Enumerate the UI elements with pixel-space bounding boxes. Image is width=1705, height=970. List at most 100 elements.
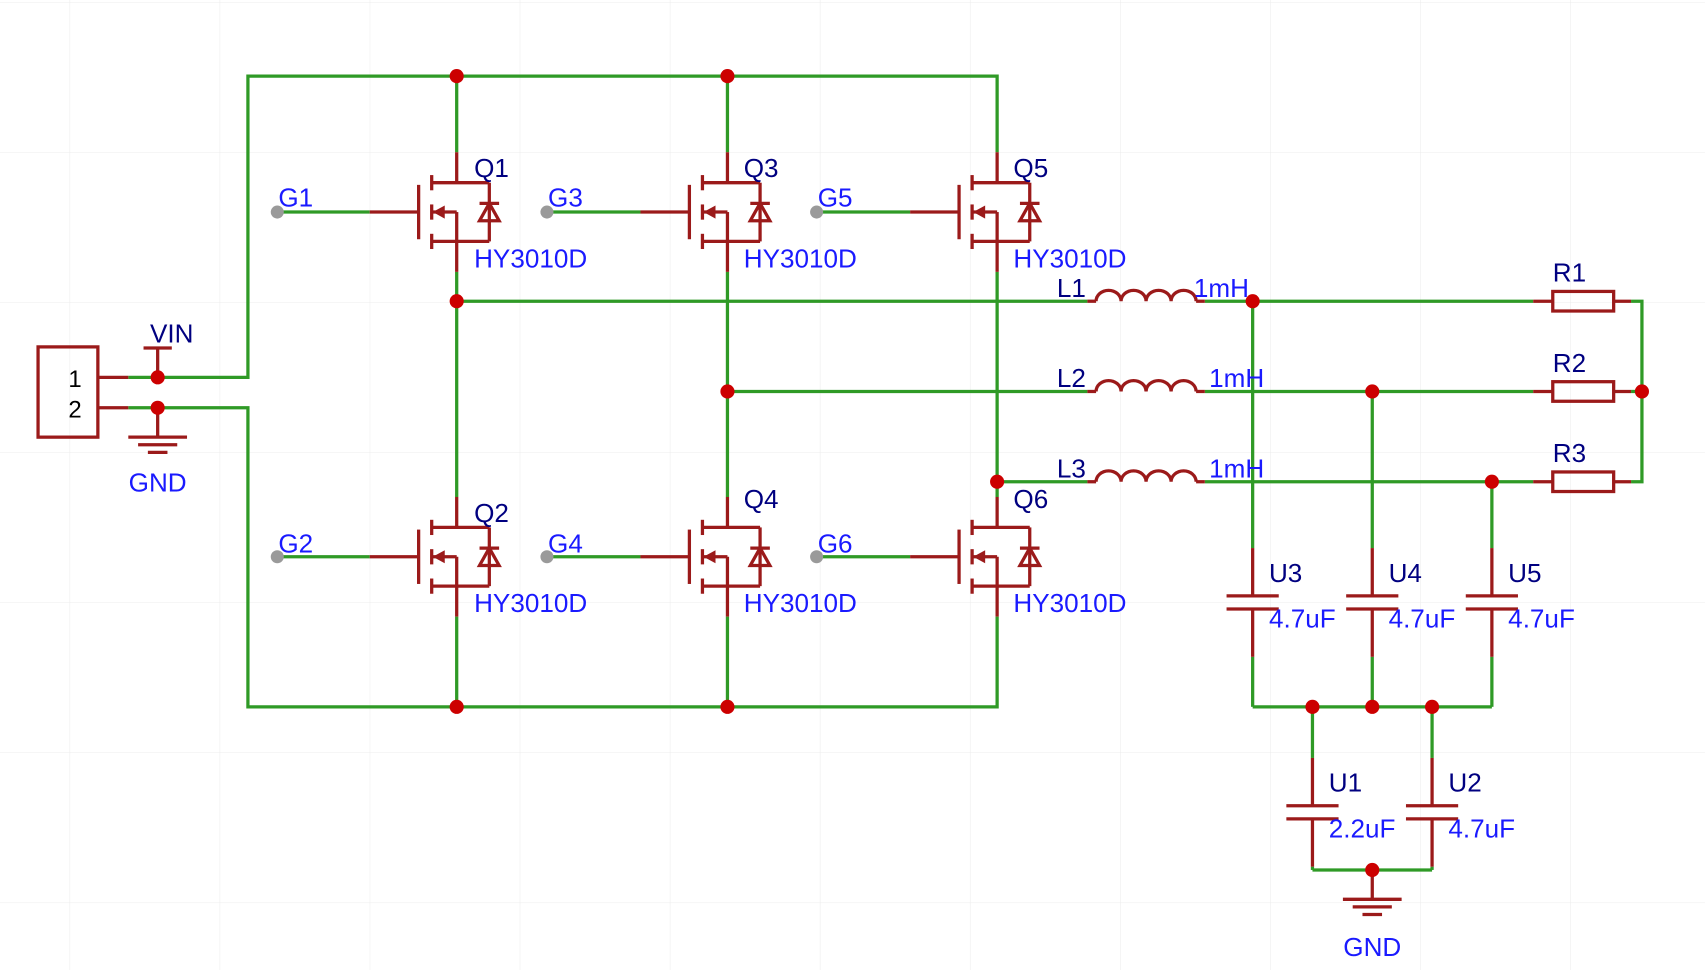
u2-designator: U2 (1448, 768, 1481, 798)
body-arrow-head (432, 205, 445, 219)
body-arrow-head (703, 550, 716, 564)
l3-designator: L3 (1057, 453, 1086, 483)
mosfet-q2[interactable] (369, 496, 502, 617)
r3-designator: R3 (1553, 438, 1586, 468)
inductor-l2[interactable] (1087, 378, 1205, 394)
q6-value: HY3010D (1013, 588, 1126, 618)
vin-label: VIN (150, 319, 193, 349)
u3-value: 4.7uF (1269, 603, 1336, 633)
body-diode-triangle (747, 544, 773, 568)
resistor-r3[interactable] (1533, 470, 1632, 494)
resistor-r1[interactable] (1533, 289, 1632, 313)
inductor-l3[interactable] (1087, 469, 1205, 484)
gnd-label-input: GND (129, 468, 187, 498)
inductor-l1[interactable] (1087, 288, 1205, 303)
gnd-symbol-output[interactable] (1342, 869, 1402, 917)
junction-dot (449, 699, 464, 714)
wire-gnd-bus[interactable] (128, 406, 999, 709)
mosfet-q5[interactable] (910, 152, 1043, 272)
body-diode-triangle (747, 200, 773, 223)
mosfet-q4[interactable] (640, 496, 773, 617)
capacitor-u5[interactable] (1465, 548, 1518, 657)
capacitor-u1[interactable] (1286, 757, 1339, 867)
r1-designator: R1 (1553, 258, 1586, 288)
body-arrow-head (703, 205, 716, 219)
u3-designator: U3 (1269, 558, 1302, 588)
u5-value: 4.7uF (1508, 603, 1575, 633)
junction-dot (990, 474, 1005, 489)
r2-designator: R2 (1553, 348, 1586, 378)
mosfet-q6[interactable] (910, 496, 1043, 617)
g2-label[interactable]: G2 (278, 528, 313, 558)
u1-designator: U1 (1329, 768, 1362, 798)
g3-label[interactable]: G3 (548, 183, 583, 213)
mosfet-q1[interactable] (369, 152, 502, 272)
body-arrow-head (432, 550, 445, 564)
l1-value: 1mH (1194, 273, 1249, 303)
junction-dot (449, 69, 464, 84)
junction-dot (150, 400, 165, 415)
body-diode-triangle (1017, 544, 1043, 568)
u1-value: 2.2uF (1329, 813, 1396, 843)
net-port-g1[interactable] (270, 205, 284, 219)
junction-dot (449, 294, 464, 309)
net-port-g4[interactable] (540, 550, 554, 564)
g4-label[interactable]: G4 (548, 528, 583, 558)
q1-value: HY3010D (474, 244, 587, 274)
junction-dot (1425, 699, 1440, 714)
l1-designator: L1 (1057, 273, 1086, 303)
net-port-g6[interactable] (810, 550, 824, 564)
net-port-g3[interactable] (540, 205, 554, 219)
l2-value: 1mH (1209, 363, 1264, 393)
junction-dot (1365, 862, 1380, 878)
g1-label[interactable]: G1 (278, 183, 313, 213)
junction-dot (1634, 384, 1650, 399)
body-diode-triangle (476, 200, 502, 223)
junction-dot (150, 370, 165, 385)
q3-designator: Q3 (744, 153, 779, 183)
body-diode-triangle (476, 544, 502, 568)
q4-value: HY3010D (744, 588, 857, 618)
net-port-g5[interactable] (810, 205, 824, 219)
net-port-g2[interactable] (270, 550, 284, 564)
u4-value: 4.7uF (1389, 603, 1456, 633)
gnd-label-output: GND (1343, 932, 1401, 962)
q4-designator: Q4 (744, 484, 779, 514)
wire-vin-bus[interactable] (128, 74, 999, 379)
capacitor-u3[interactable] (1226, 548, 1279, 657)
u4-designator: U4 (1389, 558, 1422, 588)
g6-label[interactable]: G6 (818, 528, 853, 558)
inductor-coil (1094, 469, 1198, 482)
capacitor-u4[interactable] (1346, 548, 1399, 657)
q2-designator: Q2 (474, 498, 509, 528)
junction-dot (1484, 474, 1499, 489)
l3-value: 1mH (1209, 453, 1264, 483)
junctions (150, 69, 1650, 878)
resistor-r2[interactable] (1533, 380, 1632, 403)
inductor-coil (1094, 288, 1198, 302)
q3-value: HY3010D (744, 244, 857, 274)
junction-dot (720, 699, 735, 714)
body-arrow-head (973, 550, 986, 564)
gate-ports (270, 205, 824, 564)
g5-label[interactable]: G5 (818, 183, 853, 213)
capacitor-u2[interactable] (1405, 757, 1459, 867)
body-arrow-head (973, 205, 986, 219)
q5-value: HY3010D (1013, 244, 1126, 274)
q2-value: HY3010D (474, 588, 587, 618)
connector-body (36, 345, 100, 439)
l2-designator: L2 (1057, 363, 1086, 393)
junction-dot (1305, 699, 1320, 714)
junction-dot (720, 69, 735, 84)
mosfet-q3[interactable] (640, 152, 773, 272)
junction-dot (1365, 699, 1380, 714)
junction-dot (720, 384, 735, 399)
input-connector[interactable]: 1 2 (36, 345, 129, 439)
u5-designator: U5 (1508, 558, 1541, 588)
q5-designator: Q5 (1013, 153, 1048, 183)
connector-pin-2-number: 2 (68, 397, 81, 424)
junction-dot (1365, 384, 1380, 399)
inductor-coil (1094, 378, 1198, 392)
